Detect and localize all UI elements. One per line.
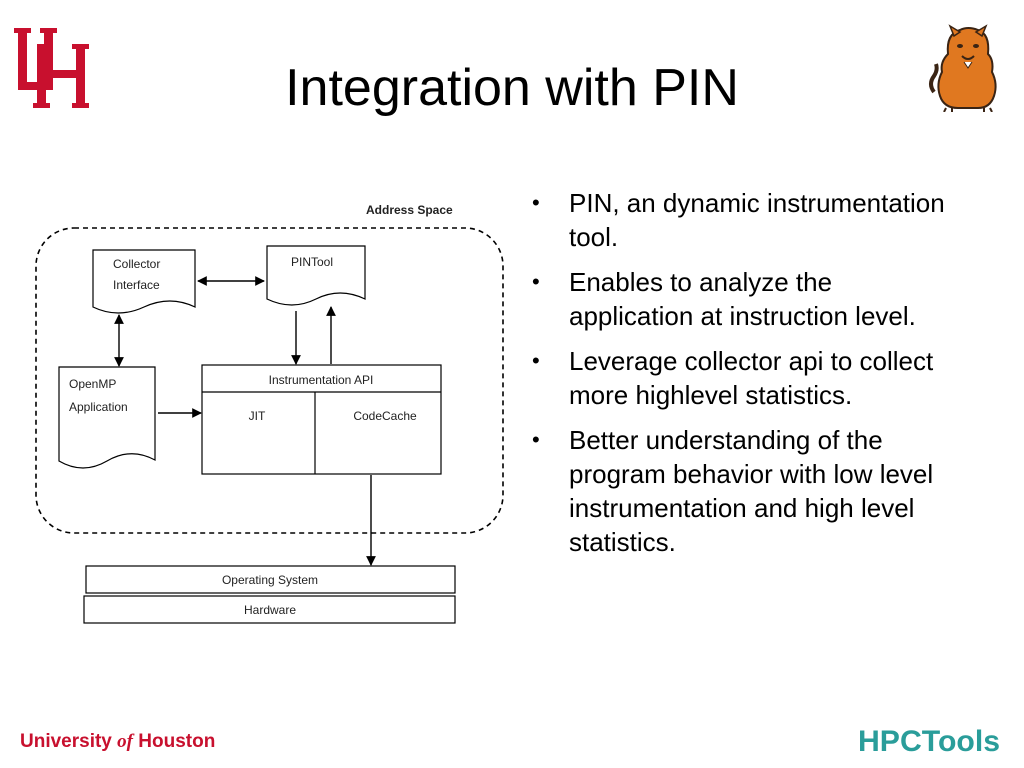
- cougar-mascot-icon: [929, 24, 997, 112]
- instrumentation-api-label: Instrumentation API: [269, 373, 374, 387]
- instrumentation-api-box: [201, 364, 442, 475]
- uh-logo: [14, 28, 89, 108]
- bullet-item: Leverage collector api to collect more h…: [528, 344, 958, 412]
- uh-logo-mark: [14, 28, 89, 108]
- footer-university: University of Houston: [20, 731, 215, 753]
- pin-architecture-diagram: Address Space Collector Interface PINToo…: [35, 203, 504, 624]
- jit-label: JIT: [249, 409, 266, 423]
- collector-label-line2: Interface: [113, 278, 160, 292]
- hardware-label: Hardware: [244, 603, 296, 617]
- collector-interface-box: [92, 249, 196, 314]
- footer-university-word: University: [20, 731, 112, 752]
- hardware-box: [83, 595, 456, 624]
- operating-system-label: Operating System: [222, 573, 318, 587]
- pintool-label: PINTool: [291, 255, 333, 269]
- bullet-item: Better understanding of the program beha…: [528, 423, 958, 559]
- slide-title: Integration with PIN: [285, 59, 739, 117]
- openmp-label-line2: Application: [69, 400, 128, 414]
- hpctools-logo-text: HPCTools: [858, 725, 1000, 758]
- bullet-list: PIN, an dynamic instrumentation tool. En…: [528, 186, 958, 570]
- bullet-item: Enables to analyze the application at in…: [528, 265, 958, 333]
- footer-houston-word: Houston: [138, 731, 216, 752]
- codecache-label: CodeCache: [353, 409, 417, 423]
- pintool-box: [266, 245, 366, 306]
- operating-system-box: [85, 565, 456, 594]
- footer-of-word: of: [117, 731, 133, 752]
- openmp-application-box: [58, 366, 156, 469]
- collector-label-line1: Collector: [113, 257, 160, 271]
- hpctools-logo: HPCTools: [858, 725, 1000, 758]
- address-space-label: Address Space: [366, 203, 453, 217]
- bullet-item: PIN, an dynamic instrumentation tool.: [528, 186, 958, 254]
- openmp-label-line1: OpenMP: [69, 377, 116, 391]
